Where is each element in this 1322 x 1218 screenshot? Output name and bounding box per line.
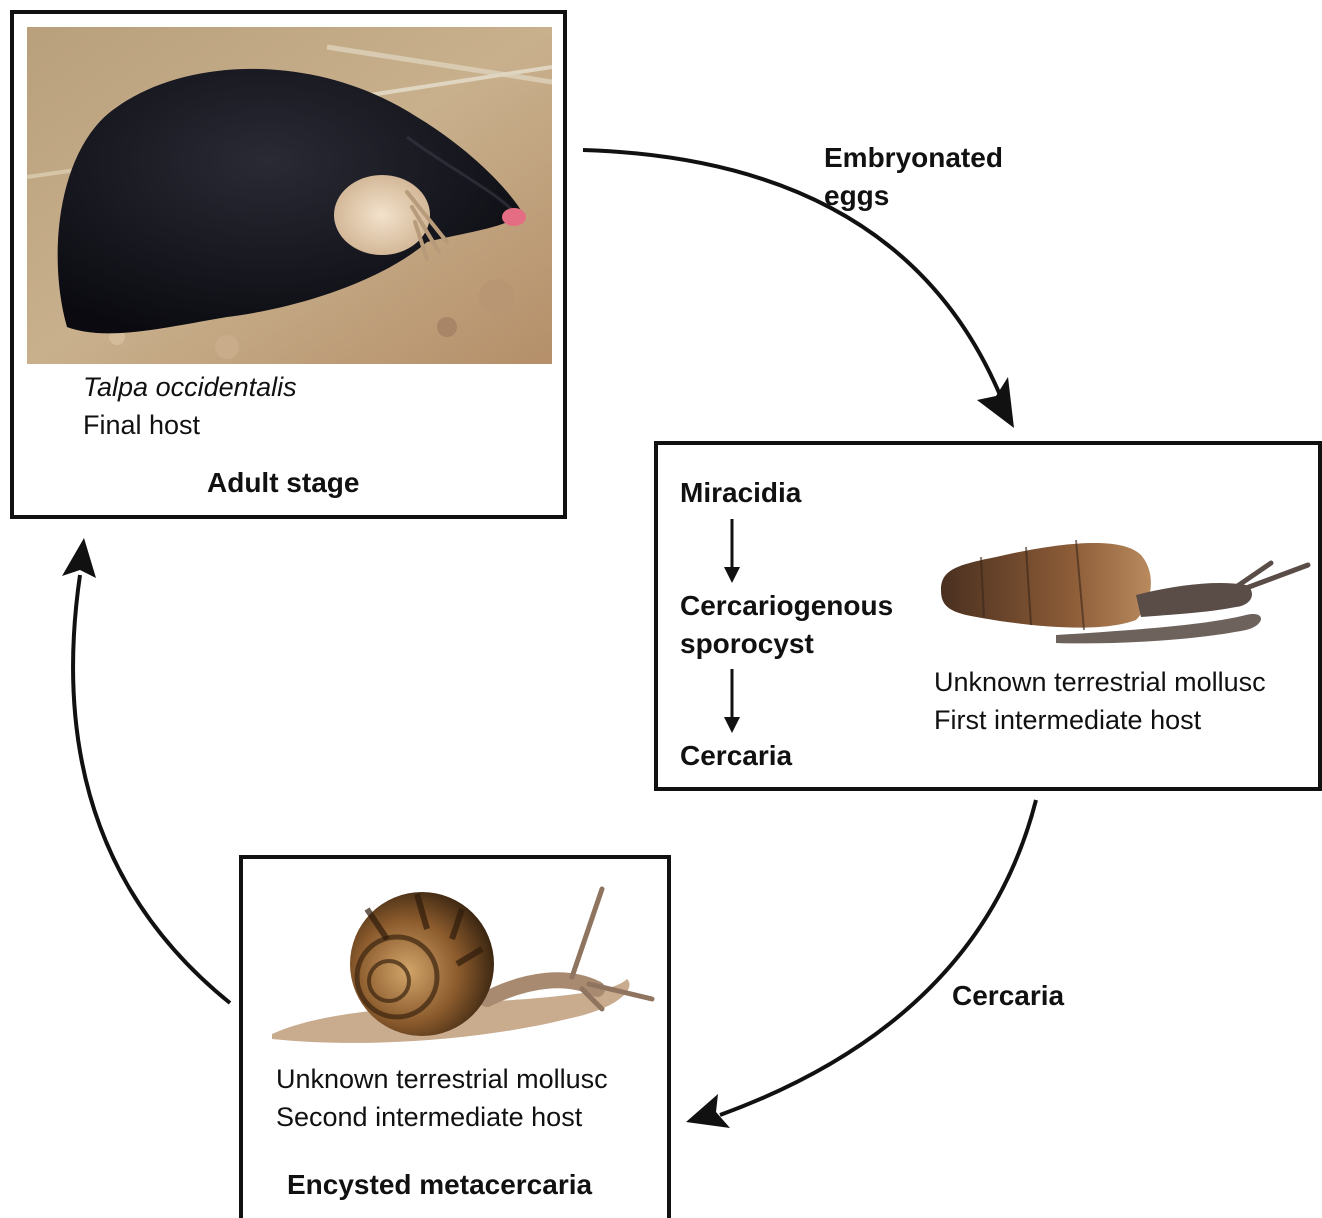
eggs-label-line1: Embryonated — [824, 142, 1003, 174]
arrow-cercaria-head — [686, 1094, 730, 1128]
step-arrow-2 — [714, 667, 754, 737]
final-host-species: Talpa occidentalis — [83, 372, 297, 403]
step-cercaria: Cercaria — [680, 740, 792, 772]
first-host-name: Unknown terrestrial mollusc — [934, 667, 1266, 698]
eggs-label-line2: eggs — [824, 180, 889, 212]
second-host-stage: Encysted metacercaria — [287, 1169, 592, 1201]
step-miracidia: Miracidia — [680, 477, 801, 509]
step-arrow-1 — [714, 517, 754, 587]
first-intermediate-box: Miracidia Cercariogenous sporocyst Cerca… — [654, 441, 1322, 791]
slender-snail-photo — [936, 535, 1316, 650]
first-host-role: First intermediate host — [934, 705, 1201, 736]
second-host-name: Unknown terrestrial mollusc — [276, 1064, 608, 1095]
arrow-eggs — [583, 150, 1000, 395]
mole-photo — [27, 27, 552, 364]
arrow-metacercaria-head — [62, 538, 96, 578]
arrow-cercaria — [720, 800, 1036, 1115]
garden-snail-photo — [267, 879, 657, 1059]
step-sporocyst: sporocyst — [680, 628, 814, 660]
cercaria-arrow-label: Cercaria — [952, 980, 1064, 1012]
final-host-stage: Adult stage — [207, 467, 359, 499]
step-cercariogenous: Cercariogenous — [680, 590, 893, 622]
arrow-metacercaria — [73, 575, 230, 1003]
final-host-box: Talpa occidentalis Final host Adult stag… — [10, 10, 567, 519]
second-intermediate-box: Unknown terrestrial mollusc Second inter… — [239, 855, 671, 1218]
second-host-role: Second intermediate host — [276, 1102, 582, 1133]
final-host-role: Final host — [83, 410, 200, 441]
